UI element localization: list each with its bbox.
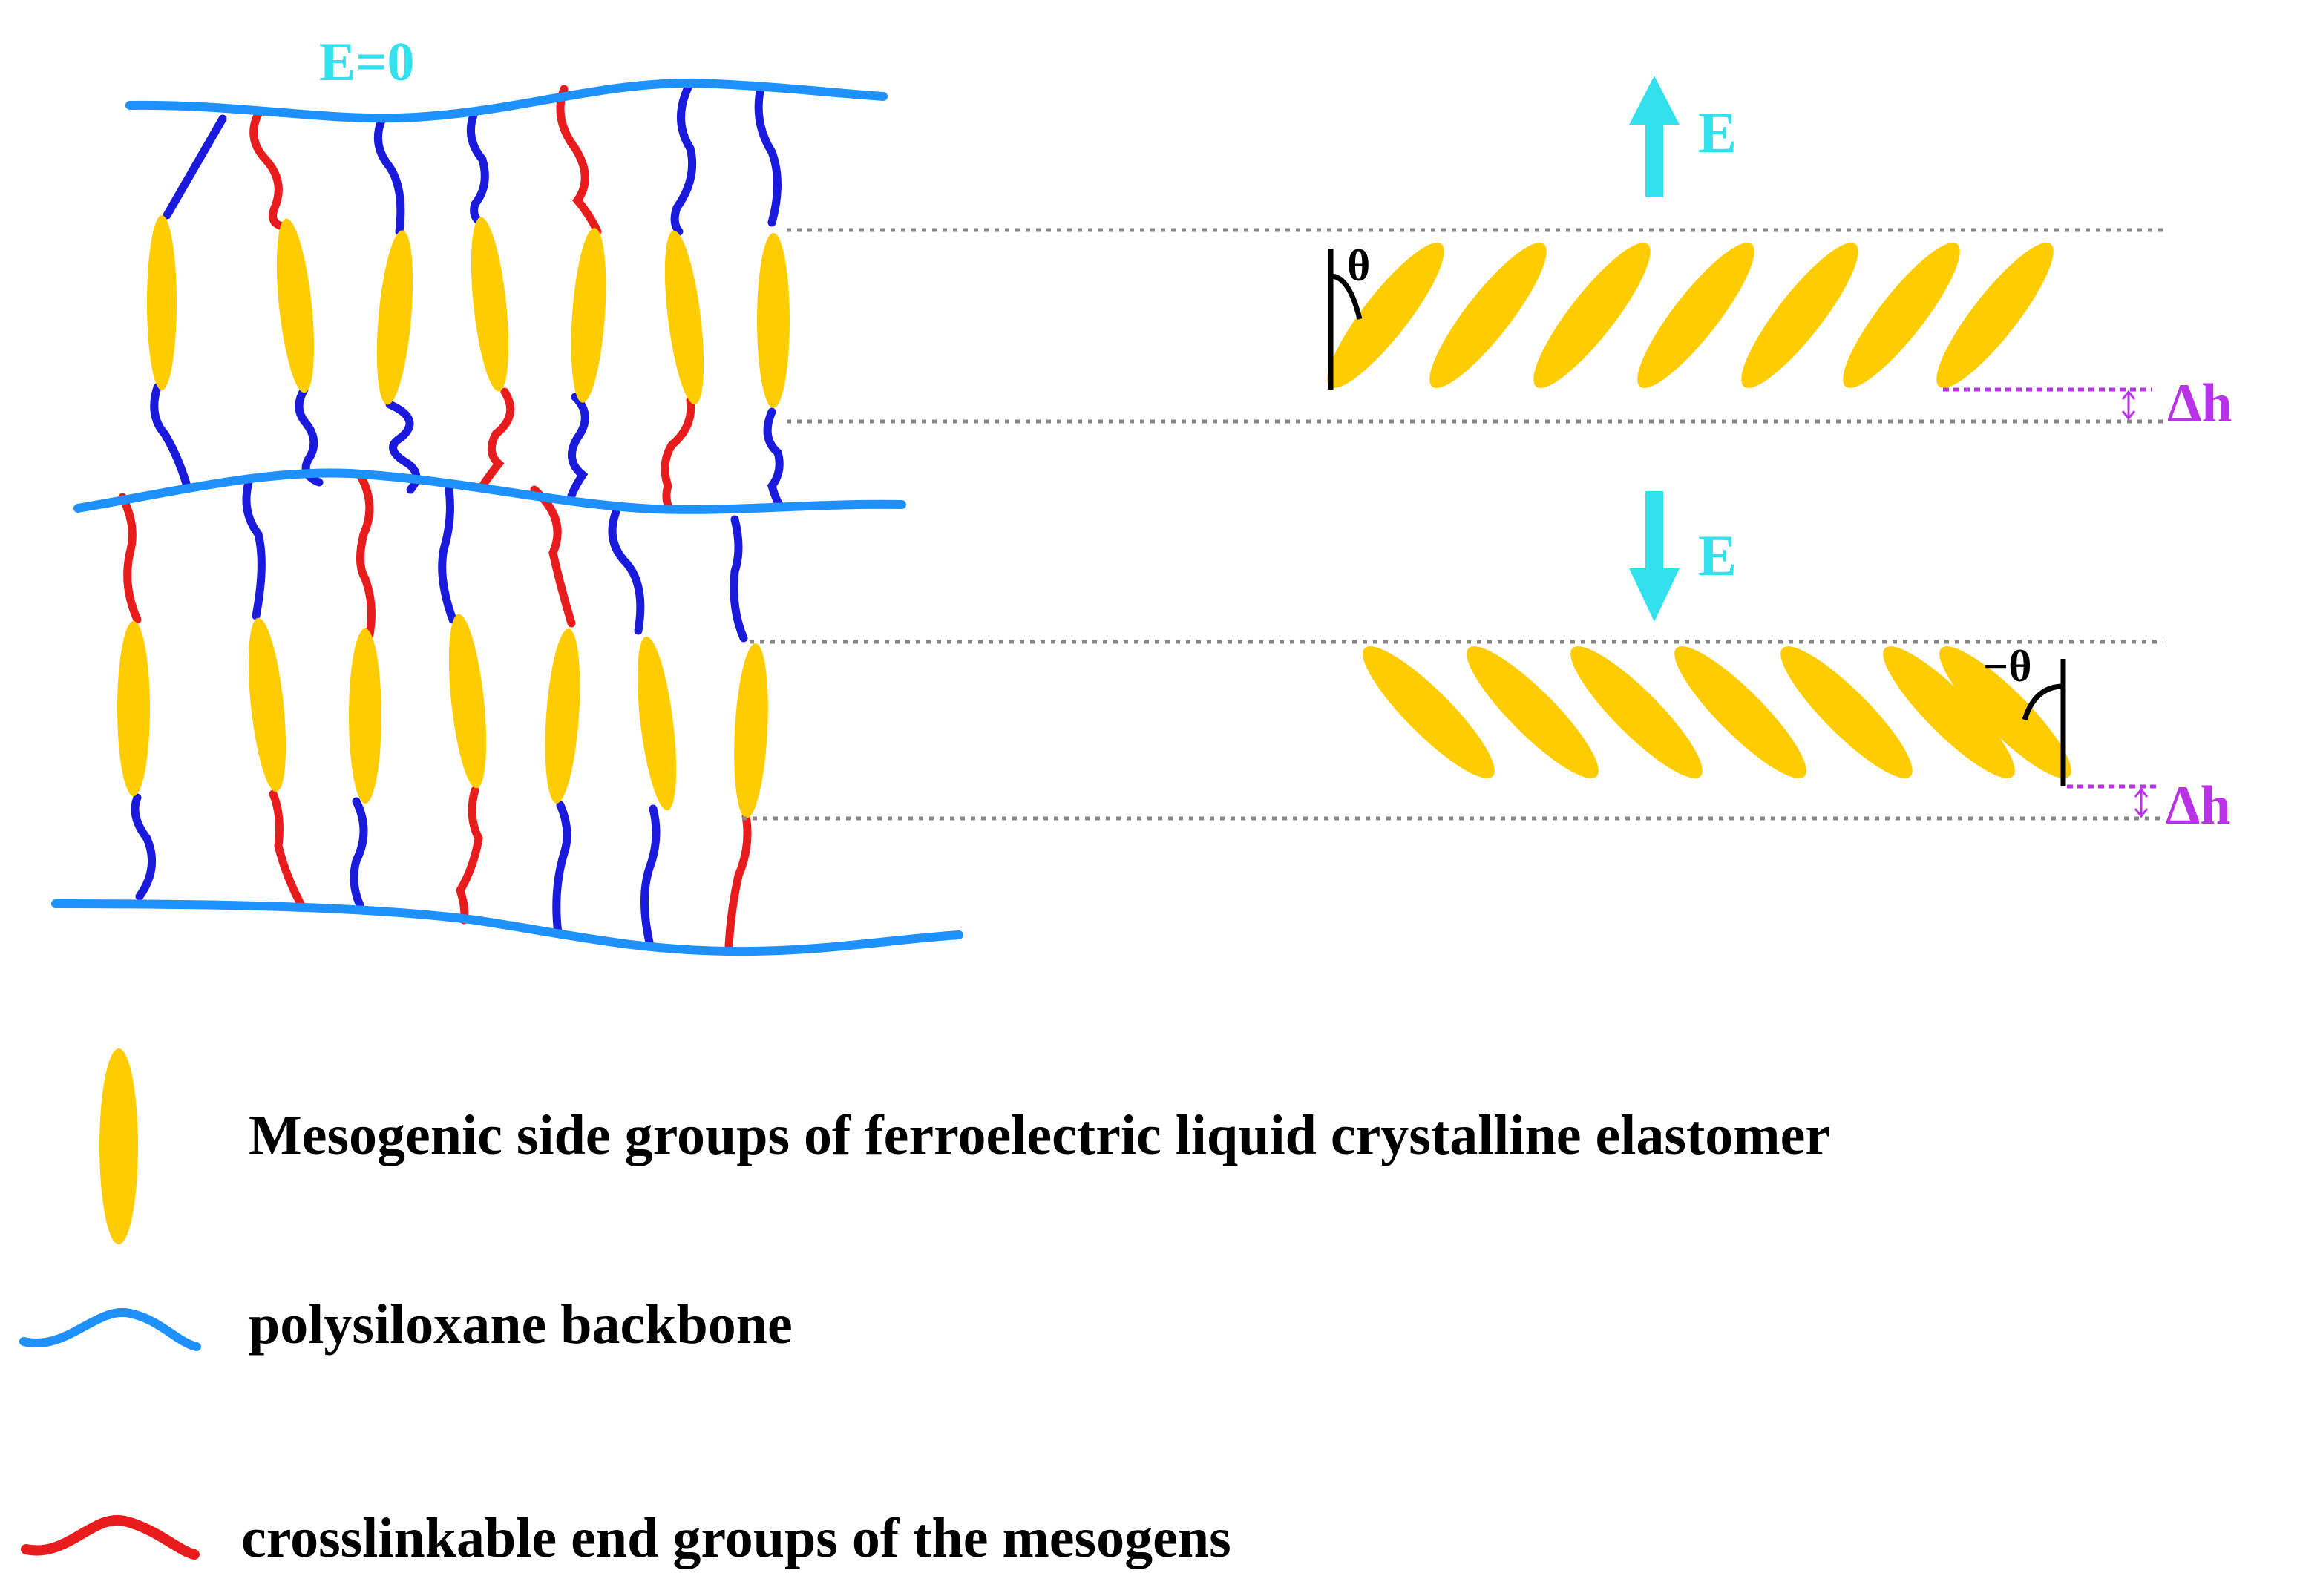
crosslink-segment <box>269 789 305 908</box>
mesogen <box>1327 243 1444 388</box>
mesogen <box>349 628 381 804</box>
backbone-top <box>125 78 888 123</box>
top-layer-side-chains <box>150 79 784 513</box>
theta-negative-label: −θ <box>1983 642 2032 691</box>
crosslink-segment <box>356 470 376 639</box>
spacer <box>150 383 191 490</box>
spacer <box>131 793 157 901</box>
legend: Mesogenic side groups of ferroelectric l… <box>19 1048 1830 1569</box>
mesogen <box>571 228 606 403</box>
tilted-mesogens-positive <box>1327 243 2054 388</box>
mesogen <box>117 621 150 796</box>
spacer <box>295 385 324 487</box>
backbones <box>51 78 963 956</box>
spacer <box>608 508 645 635</box>
delta-h-marker-top <box>1943 387 2152 421</box>
mesogen <box>1936 243 2054 388</box>
spacer <box>763 407 784 509</box>
arrow-down-icon <box>1629 491 1680 622</box>
crosslink-segment <box>249 107 286 231</box>
crosslink-segment <box>456 786 483 925</box>
bottom-layer-mesogens <box>117 614 768 818</box>
spacer <box>466 107 489 227</box>
legend-crosslink-label: crosslinkable end groups of the mesogens <box>241 1507 1231 1569</box>
delta-h-marker-bottom <box>2067 784 2156 818</box>
mesogen <box>734 643 768 818</box>
spacer <box>373 114 405 236</box>
legend-mesogen-label: Mesogenic side groups of ferroelectric l… <box>249 1104 1830 1166</box>
field-zero-label: E=0 <box>319 32 415 93</box>
mesogen <box>545 628 580 804</box>
legend-item-mesogen: Mesogenic side groups of ferroelectric l… <box>99 1048 1830 1244</box>
mesogen <box>1780 646 1913 778</box>
crosslink-segment <box>661 396 695 513</box>
mesogen <box>1467 646 1599 778</box>
mesogen <box>248 617 286 792</box>
tilted-mesogens-negative <box>1363 646 2071 778</box>
backbone-middle <box>73 468 906 514</box>
mesogen <box>757 233 790 408</box>
spacer <box>242 478 266 620</box>
spacer <box>163 114 227 220</box>
delta-h-top-label: Δh <box>2167 373 2232 434</box>
mesogen-swatch <box>99 1048 138 1244</box>
mesogen <box>1570 646 1703 778</box>
spacer <box>640 804 661 947</box>
arrow-up-icon <box>1629 76 1680 197</box>
mesogen <box>471 217 509 392</box>
field-up-label: E <box>1698 100 1737 165</box>
theta-positive-label: θ <box>1347 241 1370 290</box>
crosslink-segment <box>556 85 602 236</box>
legend-item-backbone: polysiloxane backbone <box>19 1293 793 1356</box>
mesogen <box>1883 646 2015 778</box>
legend-item-crosslink: crosslinkable end groups of the mesogens <box>21 1507 1231 1569</box>
crosslink-segment <box>530 485 576 628</box>
tilt-angle-marker-negative <box>2022 659 2066 786</box>
backbone-swatch <box>19 1307 201 1351</box>
crosslink-swatch <box>21 1514 200 1560</box>
mesogen <box>1741 243 1858 388</box>
delta-h-bottom-label: Δh <box>2166 775 2231 836</box>
tilted-state-negative: E −θ Δh <box>1363 491 2231 836</box>
mesogen <box>1939 646 2071 778</box>
mesogen <box>448 614 487 789</box>
mesogen <box>664 230 704 405</box>
crosslink-segment <box>478 387 515 490</box>
mesogen <box>1429 243 1547 388</box>
spacer <box>567 393 589 500</box>
guide-lines <box>742 228 2163 821</box>
polymer-network: E=0 <box>51 32 963 956</box>
mesogen <box>1533 243 1651 388</box>
crosslink-segment <box>118 493 142 624</box>
spacer <box>350 797 368 910</box>
spacer <box>438 485 457 624</box>
mesogen <box>276 218 315 393</box>
field-down-label: E <box>1698 523 1737 588</box>
mesogen <box>147 215 177 390</box>
backbone-bottom <box>51 899 963 956</box>
mesogen <box>637 636 677 811</box>
mesogen <box>1363 646 1495 778</box>
mesogen <box>1637 243 1754 388</box>
tilted-state-positive: E θ Δh <box>1327 76 2232 434</box>
crosslink-segment <box>724 812 752 950</box>
mesogen <box>376 230 413 405</box>
tilt-angle-marker-positive <box>1328 249 1363 390</box>
bottom-layer-side-chains <box>118 470 752 950</box>
legend-backbone-label: polysiloxane backbone <box>249 1293 793 1356</box>
spacer <box>730 515 748 643</box>
spacer <box>670 79 697 236</box>
spacer <box>552 801 571 938</box>
mesogen <box>1674 646 1806 778</box>
spacer <box>754 83 782 227</box>
mesogen <box>1843 243 1960 388</box>
top-layer-mesogens <box>147 215 790 408</box>
